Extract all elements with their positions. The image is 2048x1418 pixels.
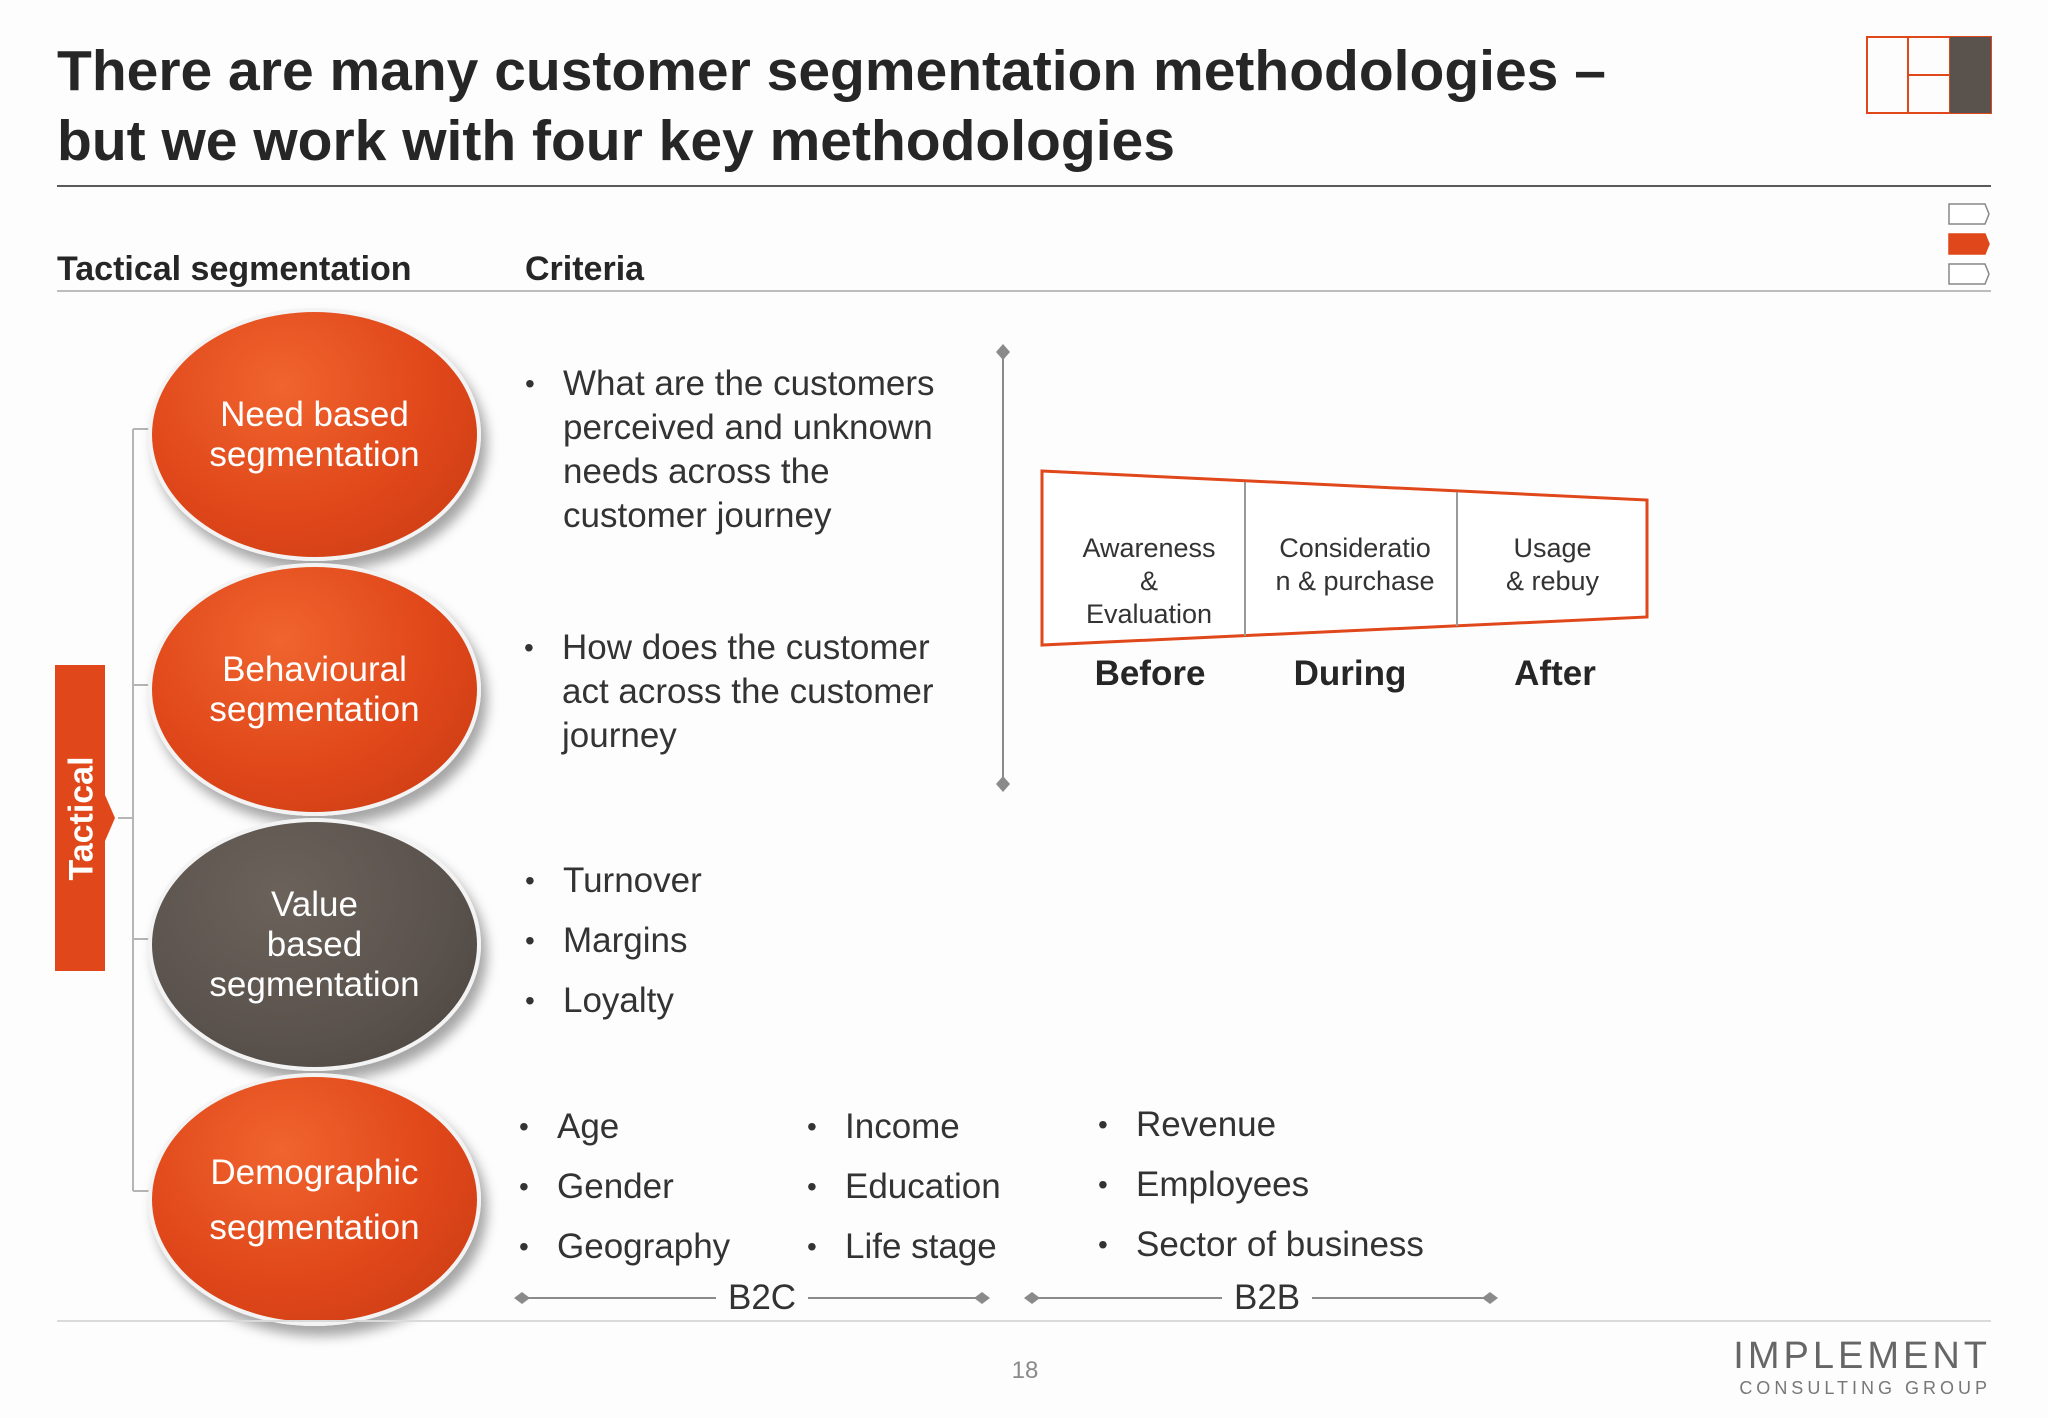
- title-line-2: but we work with four key methodologies: [57, 109, 1175, 173]
- tactical-label: Tactical: [62, 755, 101, 881]
- value-based-segment: Value based segmentation: [148, 818, 481, 1071]
- journey-stage-awareness: Awareness & Evaluation: [1082, 533, 1216, 629]
- demographic-b2c-list-2: Income Education Life stage: [807, 1105, 1087, 1285]
- list-item: Revenue: [1098, 1103, 1518, 1147]
- page-title: There are many customer segmentation met…: [57, 36, 1657, 176]
- need-criteria-list: What are the customers perceived and unk…: [525, 362, 965, 538]
- demographic-b2c-list-1: Age Gender Geography: [519, 1105, 789, 1285]
- title-divider: [57, 185, 1991, 187]
- phase-after: After: [1514, 654, 1596, 693]
- list-item: Education: [807, 1165, 1087, 1209]
- title-line-1: There are many customer segmentation met…: [57, 39, 1606, 103]
- list-item: Geography: [519, 1225, 789, 1269]
- phase-before: Before: [1094, 654, 1206, 693]
- section-tag-icon: [1948, 263, 1990, 285]
- column-header-tactical: Tactical segmentation: [57, 250, 412, 288]
- demographic-segment: Demographic segmentation: [148, 1073, 481, 1326]
- brand-mark-icon: [1866, 36, 1992, 114]
- tactical-arrow-shape: [55, 665, 115, 971]
- list-item: Sector of business: [1098, 1223, 1518, 1267]
- brand-logo-subtext: CONSULTING GROUP: [1739, 1378, 1991, 1398]
- section-tag-active-icon: [1948, 233, 1990, 255]
- list-item: Loyalty: [525, 979, 925, 1023]
- column-header-criteria: Criteria: [525, 250, 645, 288]
- brand-logo-text: IMPLEMENT: [1733, 1335, 1991, 1377]
- list-item: Margins: [525, 919, 925, 963]
- list-item: Employees: [1098, 1163, 1518, 1207]
- behaviour-criteria-list: How does the customer act across the cus…: [524, 626, 964, 758]
- journey-stage-consideration: Consideratio n & purchase: [1275, 533, 1435, 596]
- journey-stage-usage: Usage & rebuy: [1505, 533, 1600, 596]
- customer-journey-funnel: [996, 344, 1649, 792]
- b2b-label: B2B: [1222, 1278, 1313, 1318]
- need-based-segment: Need based segmentation: [148, 308, 481, 561]
- list-item: Life stage: [807, 1225, 1087, 1269]
- header-divider: [57, 290, 1991, 292]
- list-item: Turnover: [525, 859, 925, 903]
- list-item: How does the customer act across the cus…: [524, 626, 964, 758]
- segment-tree-connector: [118, 428, 168, 1192]
- demographic-b2b-list: Revenue Employees Sector of business: [1098, 1103, 1518, 1283]
- phase-during: During: [1293, 654, 1407, 693]
- section-tag-icon: [1948, 203, 1990, 225]
- list-item: Income: [807, 1105, 1087, 1149]
- behavioural-segment: Behavioural segmentation: [148, 563, 481, 816]
- b2c-b2b-range-arrows: [514, 1292, 1498, 1304]
- list-item: What are the customers perceived and unk…: [525, 362, 965, 538]
- value-criteria-list: Turnover Margins Loyalty: [525, 859, 925, 1039]
- list-item: Gender: [519, 1165, 789, 1209]
- page-number: 18: [1011, 1357, 1039, 1384]
- list-item: Age: [519, 1105, 789, 1149]
- b2c-label: B2C: [716, 1278, 809, 1318]
- footer-divider: [57, 1320, 1991, 1322]
